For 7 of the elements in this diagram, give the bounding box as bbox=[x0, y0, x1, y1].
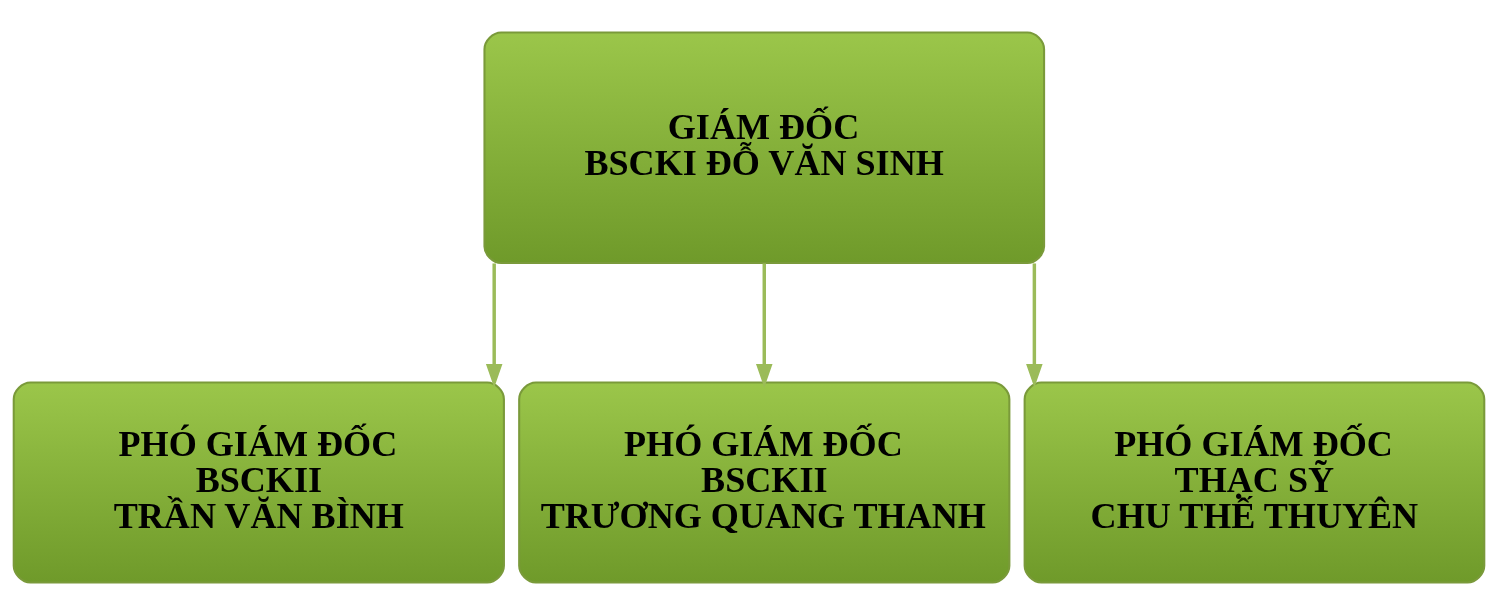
arrow bbox=[1026, 263, 1043, 388]
arrow bbox=[756, 263, 773, 388]
node-box: PHÓ GIÁM ĐỐC BSCKII TRẦN VĂN BÌNH bbox=[12, 381, 505, 584]
node-box: PHÓ GIÁM ĐỐC THẠC SỸ CHU THẾ THUYÊN bbox=[1023, 381, 1486, 584]
node-box: PHÓ GIÁM ĐỐC BSCKII TRƯƠNG QUANG THANH bbox=[518, 381, 1011, 584]
node-box: GIÁM ĐỐC BSCKI ĐỖ VĂN SINH bbox=[483, 31, 1046, 265]
arrow bbox=[485, 263, 503, 388]
